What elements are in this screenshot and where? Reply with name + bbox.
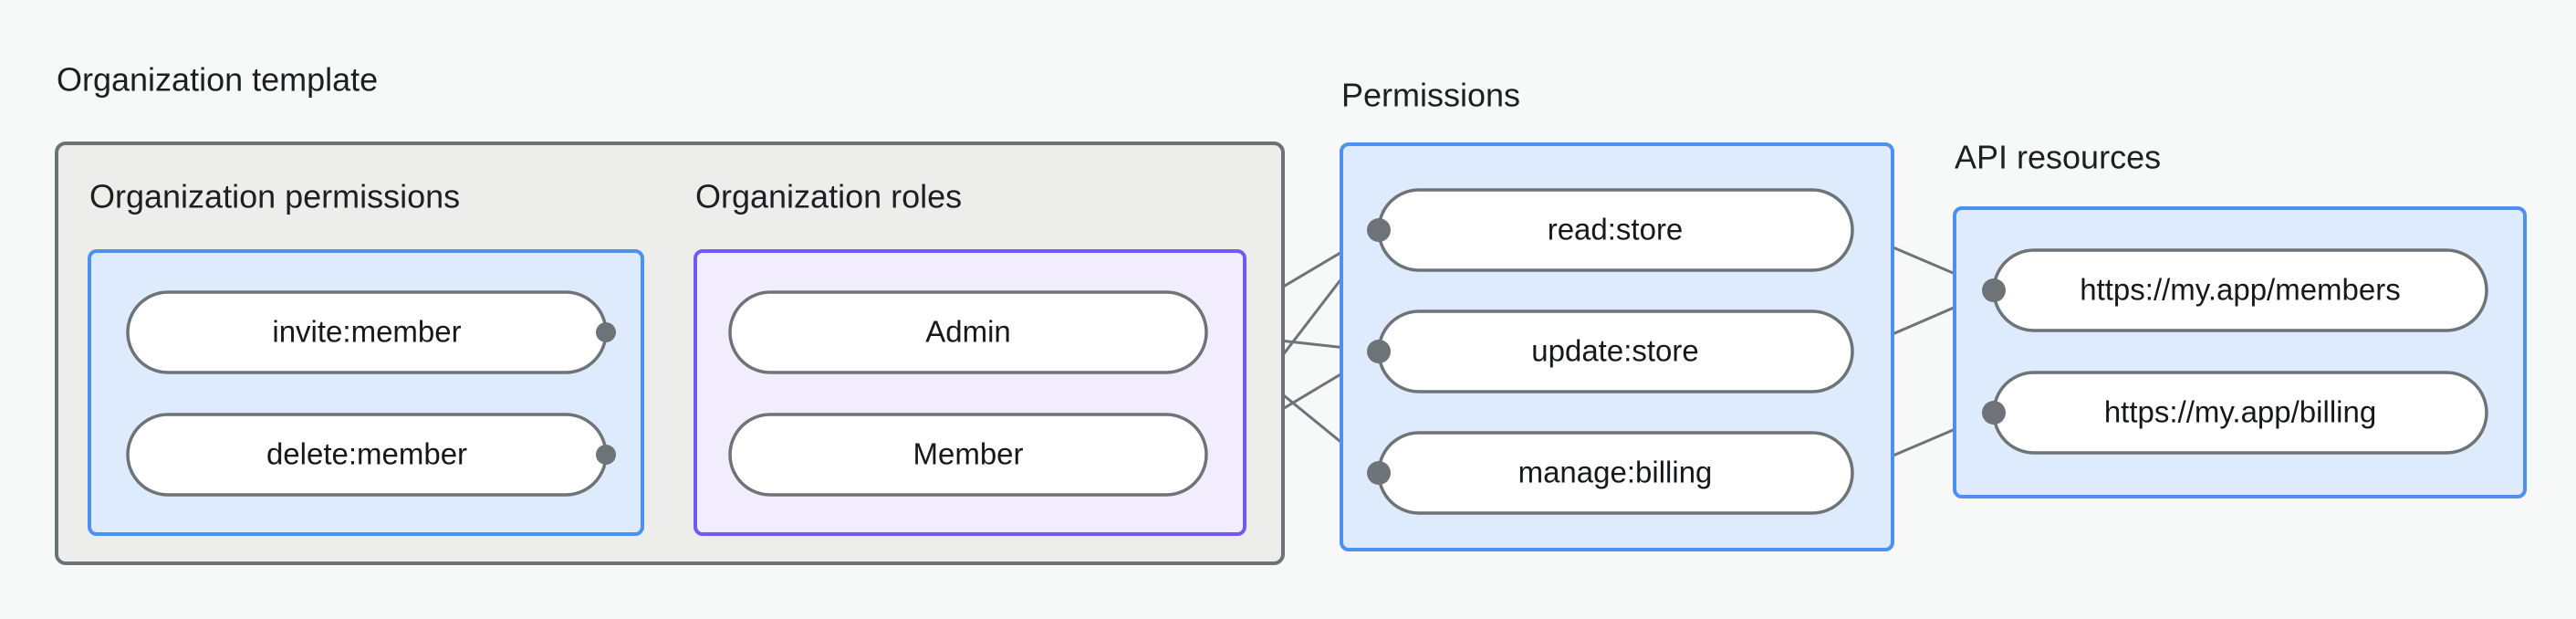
node-read-store-label: read:store <box>1548 213 1684 247</box>
port-read-store-in <box>1367 218 1391 242</box>
node-delete-member-label: delete:member <box>266 437 467 471</box>
node-admin-label: Admin <box>925 315 1011 349</box>
node-manage-billing-label: manage:billing <box>1518 456 1713 489</box>
port-manage-billing-in <box>1367 461 1391 485</box>
node-billing-url-label: https://my.app/billing <box>2104 395 2376 429</box>
node-member-label: Member <box>913 437 1023 471</box>
node-members-url-label: https://my.app/members <box>2080 273 2401 307</box>
permissions-title: Permissions <box>1341 77 1520 114</box>
node-billing-url[interactable]: https://my.app/billing <box>1992 371 2488 455</box>
node-invite-member[interactable]: invite:member <box>126 290 608 374</box>
node-read-store[interactable]: read:store <box>1377 188 1854 272</box>
node-member[interactable]: Member <box>728 413 1208 497</box>
port-members-url-in <box>1982 278 2006 302</box>
api-resources-title: API resources <box>1955 139 2161 176</box>
node-update-store[interactable]: update:store <box>1377 310 1854 393</box>
connection-dot-layer <box>596 218 2006 485</box>
node-invite-member-label: invite:member <box>272 315 461 349</box>
node-delete-member[interactable]: delete:member <box>126 413 608 497</box>
organization-permissions-title: Organization permissions <box>89 178 460 215</box>
port-update-store-in <box>1367 340 1391 363</box>
port-invite-member-out <box>596 322 616 342</box>
node-admin-shape[interactable] <box>728 290 1208 374</box>
port-billing-url-in <box>1982 401 2006 425</box>
node-members-url[interactable]: https://my.app/members <box>1992 248 2488 332</box>
node-manage-billing[interactable]: manage:billing <box>1377 431 1854 515</box>
node-update-store-label: update:store <box>1531 334 1698 368</box>
port-delete-member-out <box>596 445 616 465</box>
node-member-shape[interactable] <box>728 413 1208 497</box>
node-admin[interactable]: Admin <box>728 290 1208 374</box>
organization-template-title: Organization template <box>57 61 378 99</box>
organization-roles-title: Organization roles <box>695 178 962 215</box>
